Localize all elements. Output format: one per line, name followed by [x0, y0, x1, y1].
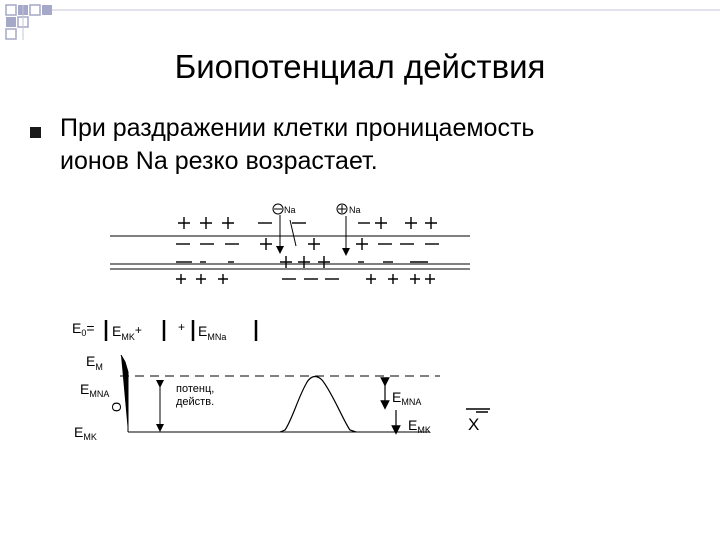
right-emk-label: EMK — [408, 417, 431, 435]
slide-title: Биопотенциал действия — [174, 48, 546, 85]
na-label-left: Na — [284, 205, 296, 215]
action-potential-diagram: Na Na E0= EMK+ + EMNa EM EMNA EMK O поте… — [72, 203, 490, 442]
em-label: EM — [86, 353, 103, 372]
membrane-lines — [110, 235, 470, 270]
corner-decoration — [5, 4, 720, 40]
curve-label-2: действ. — [176, 396, 214, 408]
charges-row-inner — [176, 238, 439, 250]
bullet-marker — [30, 127, 41, 138]
charges-row-lower — [176, 256, 428, 268]
right-emna-label: EMNA — [392, 389, 421, 407]
left-emna-label: EMNA — [80, 381, 109, 399]
x-axis-arrow — [466, 408, 490, 413]
zero-label: O — [109, 402, 124, 412]
vertical-axis — [120, 354, 129, 432]
emk-label: EMK+ — [112, 323, 142, 342]
plus-sign: + — [178, 320, 185, 334]
na-label-right: Na — [349, 205, 361, 215]
emna-label: EMNa — [198, 323, 226, 342]
charges-row-bottom — [176, 274, 435, 284]
e0-label: E0= — [72, 320, 95, 338]
bullet-text: При раздражении клетки проницаемость ион… — [60, 112, 700, 178]
na-ion-left: Na — [272, 203, 297, 254]
left-emk-label: EMK — [74, 424, 97, 442]
equation-row: E0= EMK+ + EMNa — [72, 320, 258, 342]
curve-label-1: потенц, — [176, 383, 214, 395]
na-ion-right: Na — [336, 203, 361, 256]
charges-row-outer — [178, 217, 437, 229]
action-potential-curve — [279, 375, 357, 433]
bullet-line-2: ионов Na резко возрастает. — [60, 147, 378, 175]
bullet-line-1: При раздражении клетки проницаемость — [60, 114, 535, 142]
x-label: X — [468, 415, 479, 434]
